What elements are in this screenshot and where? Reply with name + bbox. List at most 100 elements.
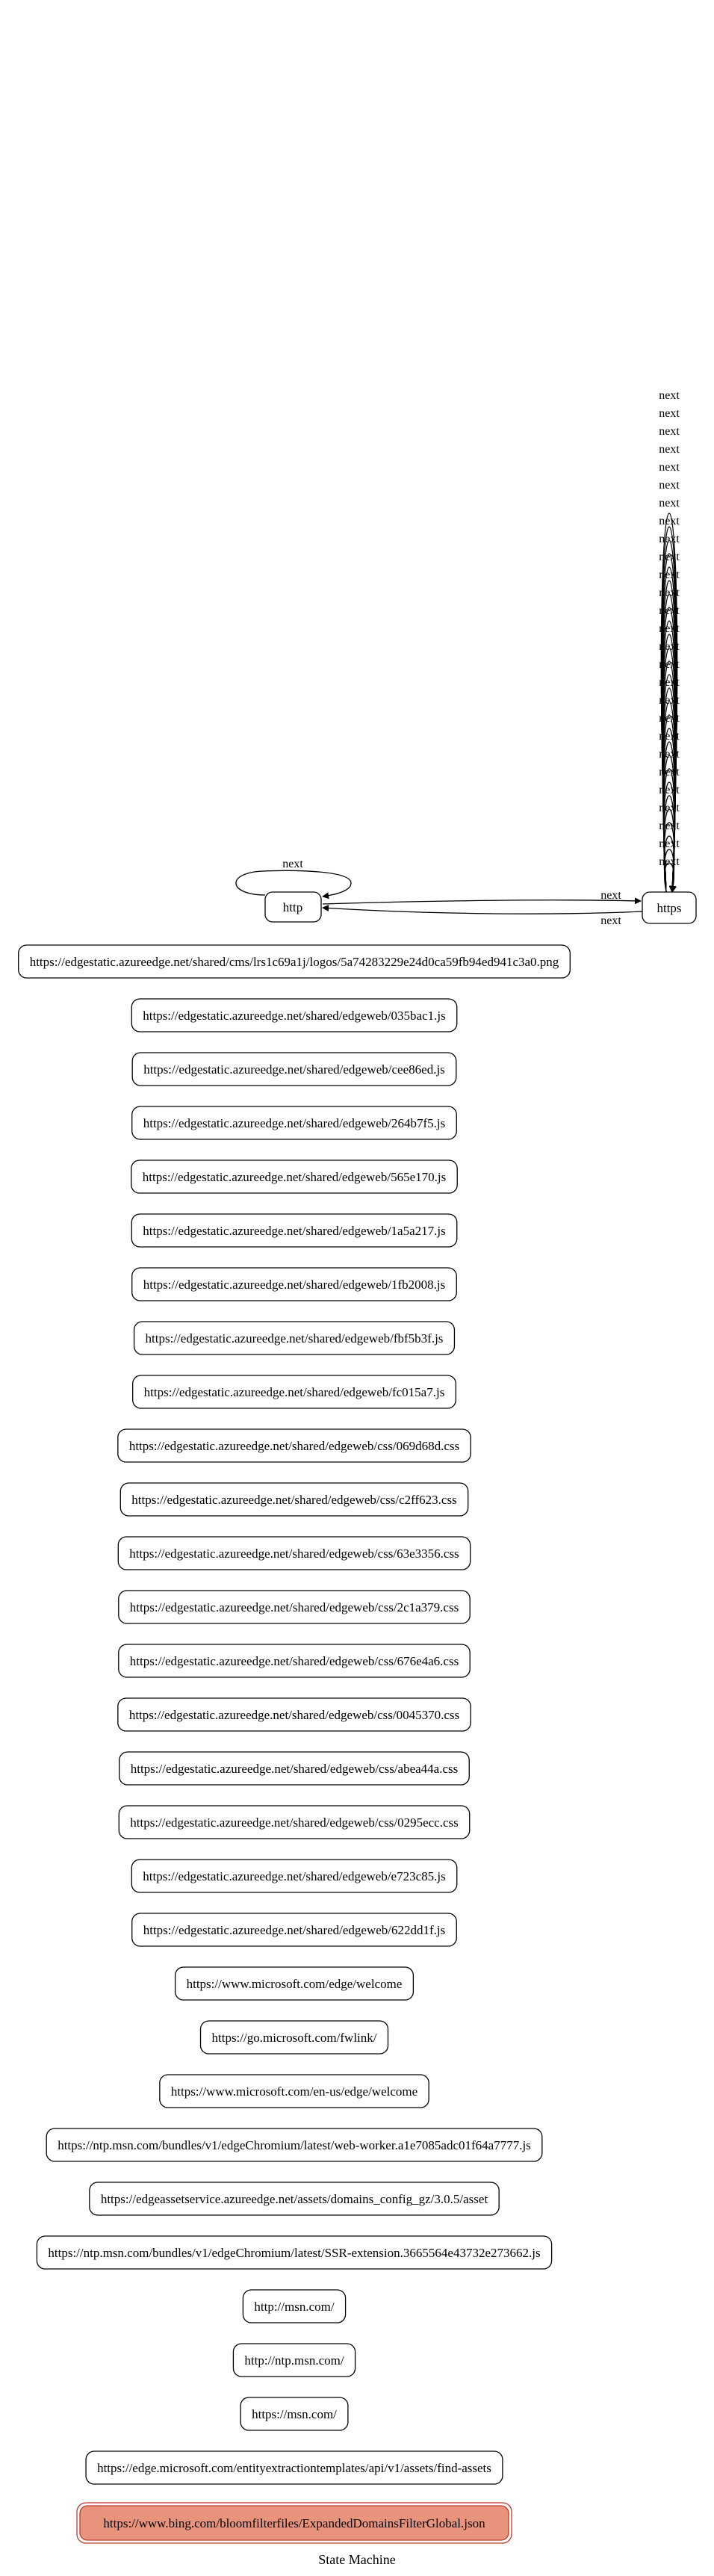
url-state-node-label: https://edgeassetservice.azureedge.net/a… [101,2192,488,2206]
url-state-node: https://edgestatic.azureedge.net/shared/… [119,1751,470,1786]
https-self-loop-label: next [659,820,680,832]
url-state-node-label: https://edgestatic.azureedge.net/shared/… [143,1869,446,1883]
https-self-loop-label: next [659,443,680,456]
url-state-node-label: https://edgestatic.azureedge.net/shared/… [143,1923,446,1937]
url-state-node-label: https://edgestatic.azureedge.net/shared/… [144,1385,445,1399]
url-state-node-box [242,2289,347,2323]
url-state-node: https://edgestatic.azureedge.net/shared/… [131,998,458,1032]
url-state-node-label: https://ntp.msn.com/bundles/v1/edgeChrom… [58,2138,531,2152]
url-state-node-label: https://msn.com/ [252,2407,337,2421]
url-state-node-box [119,1751,470,1786]
url-state-node: https://edgestatic.azureedge.net/shared/… [131,1159,458,1194]
url-state-node-box [159,2074,429,2108]
url-state-node-label: https://edgestatic.azureedge.net/shared/… [129,1708,459,1722]
url-state-node: https://www.microsoft.com/en-us/edge/wel… [159,2074,429,2108]
url-state-node-label: https://edgestatic.azureedge.net/shared/… [129,1546,459,1561]
https-self-loop-label: next [659,551,680,563]
url-state-node: https://edgestatic.azureedge.net/shared/… [131,1267,457,1301]
url-state-node-box [131,1913,457,1947]
url-state-node-box [85,2450,503,2485]
https-self-loop-label: next [659,461,680,474]
url-state-node-label: https://edgestatic.azureedge.net/shared/… [131,1493,456,1507]
url-state-node-label: http://msn.com/ [254,2300,334,2314]
url-state-node: https://edgestatic.azureedge.net/shared/… [118,1590,471,1624]
url-state-node-label: https://edgestatic.azureedge.net/shared/… [143,1062,445,1077]
url-state-node-label: https://edgestatic.azureedge.net/shared/… [146,1331,444,1346]
https-self-loop-label: next [659,515,680,527]
http-self-loop-edge: next [235,858,352,900]
url-state-nodes: https://edgestatic.azureedge.net/shared/… [18,944,571,2485]
https-self-loop-label: next [659,497,680,510]
https-to-http-edge: next [322,905,643,927]
url-state-node-label: https://edgestatic.azureedge.net/shared/… [130,1815,458,1830]
https-self-loop-label: next [659,784,680,796]
url-state-node: https://edgestatic.azureedge.net/shared/… [131,1859,458,1893]
state-node-http: http [264,891,322,923]
url-state-node-label: https://edgestatic.azureedge.net/shared/… [143,1278,446,1292]
url-state-node-box [118,1644,471,1678]
https-self-loop-label: next [659,622,680,635]
https-self-loop-label: next [659,389,680,402]
url-state-node: https://edgestatic.azureedge.net/shared/… [131,1106,457,1140]
https-self-loop-label: next [659,766,680,778]
https-self-loop-edge [664,862,677,893]
url-state-node: http://ntp.msn.com/ [232,2343,356,2377]
url-state-node: https://edgestatic.azureedge.net/shared/… [133,1321,456,1355]
url-state-node: https://ntp.msn.com/bundles/v1/edgeChrom… [46,2128,543,2162]
https-self-loops: next next next next next next next next next next… [659,389,680,893]
url-state-node-label: http://ntp.msn.com/ [244,2353,344,2368]
url-state-node-box [132,1375,456,1409]
url-state-node-box [89,2182,500,2216]
url-state-node: https://msn.com/ [240,2397,349,2431]
state-node-final: https://www.bing.com/bloomfilterfiles/Ex… [76,2502,512,2544]
url-state-node-label: https://edgestatic.azureedge.net/shared/… [129,1439,459,1453]
url-state-node-box [117,1536,471,1570]
diagram-title: State Machine [318,2552,395,2567]
url-state-node-label: https://edgestatic.azureedge.net/shared/… [131,1762,459,1776]
https-self-loop-label: next [659,748,680,761]
http-to-https-label: next [600,889,621,902]
https-self-loop-label: next [659,837,680,850]
url-state-node-label: https://edgestatic.azureedge.net/shared/… [143,1170,446,1184]
url-state-node-box [118,1590,471,1624]
https-self-loop-label: next [659,479,680,492]
url-state-node-label: https://edgestatic.azureedge.net/shared/… [143,1116,446,1130]
url-state-node: https://edgestatic.azureedge.net/shared/… [117,1536,471,1570]
url-state-node-box [117,1697,471,1732]
url-state-node-label: https://edge.microsoft.com/entityextract… [97,2461,491,2475]
url-state-node: https://edgestatic.azureedge.net/shared/… [131,1052,457,1086]
url-state-node: https://edgeassetservice.azureedge.net/a… [89,2182,500,2216]
url-state-node-label: https://www.microsoft.com/edge/welcome [187,1977,403,1991]
url-state-node-box [131,1267,457,1301]
http-self-loop-label: next [282,858,303,870]
https-self-loop-label: next [659,855,680,868]
state-node-https: https [642,891,697,924]
url-state-node-label: https://edgestatic.azureedge.net/shared/… [130,1654,459,1668]
https-self-loop-label: next [659,533,680,545]
https-self-loop-label: next [659,676,680,689]
url-state-node-box [131,1213,458,1248]
https-self-loop-label: next [659,802,680,814]
state-node-http-label: http [283,900,302,914]
url-state-node-box [131,1159,458,1194]
url-state-node: https://edgestatic.azureedge.net/shared/… [117,1697,471,1732]
url-state-node-box [131,1859,458,1893]
https-self-loop-label: next [659,604,680,617]
url-state-node: https://edgestatic.azureedge.net/shared/… [131,1213,458,1248]
url-state-node: https://edgestatic.azureedge.net/shared/… [118,1805,471,1839]
url-state-node: https://edgestatic.azureedge.net/shared/… [118,1644,471,1678]
url-state-node-label: https://www.microsoft.com/en-us/edge/wel… [171,2084,417,2099]
https-self-loop-label: next [659,640,680,653]
url-state-node-label: https://ntp.msn.com/bundles/v1/edgeChrom… [48,2246,540,2260]
url-state-node: https://ntp.msn.com/bundles/v1/edgeChrom… [36,2235,553,2270]
https-self-loop-label: next [659,586,680,599]
https-self-loop-label: next [659,658,680,671]
url-state-node: https://go.microsoft.com/fwlink/ [199,2020,389,2055]
url-state-node: https://edgestatic.azureedge.net/shared/… [131,1913,457,1947]
url-state-node-label: https://edgestatic.azureedge.net/shared/… [143,1009,446,1023]
url-state-node-box [117,1428,471,1463]
https-self-loop-label: next [659,407,680,420]
url-state-node: http://msn.com/ [242,2289,347,2323]
url-state-node-label: https://edgestatic.azureedge.net/shared/… [130,1600,459,1614]
